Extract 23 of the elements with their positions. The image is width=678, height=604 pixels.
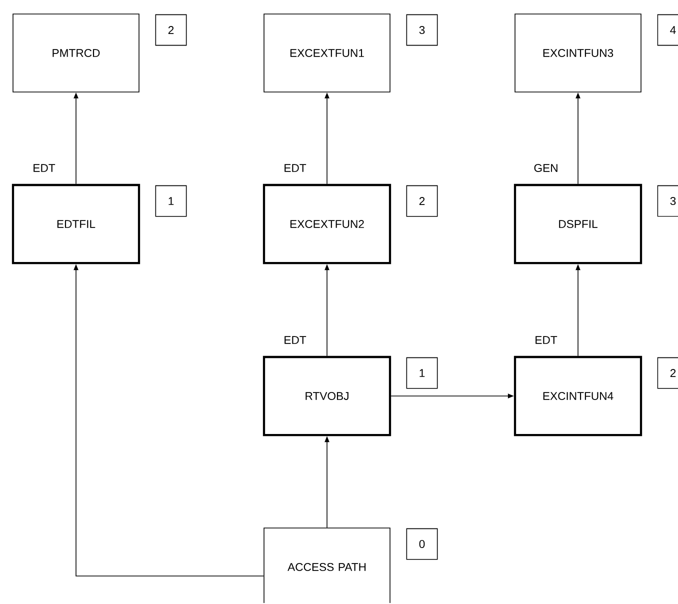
tag-label: EDT [284, 336, 306, 344]
process-box: DSPFIL [514, 184, 642, 264]
process-box: EXCINTFUN4 [514, 356, 642, 436]
process-box: RTVOBJ [262, 356, 392, 436]
tag-label: EDT [536, 336, 558, 344]
process-box: ACCESS PATH [264, 528, 390, 603]
process-box: EXCEXTFUN1 [264, 14, 390, 92]
process-box: EXCINTFUN3 [514, 14, 642, 92]
tag-label: GEN [534, 164, 558, 172]
number-box: 3 [406, 14, 438, 46]
number-box: 0 [406, 528, 438, 560]
number-box: 4 [657, 14, 678, 46]
number-box: 3 [657, 185, 678, 217]
number-box: 2 [657, 357, 678, 389]
tag-label: EDT [34, 164, 56, 172]
process-box: EXCEXTFUN2 [262, 184, 392, 264]
number-box: 1 [155, 185, 187, 217]
number-box: 1 [406, 357, 438, 389]
process-box: EDTFIL [12, 184, 140, 264]
tag-label: EDT [284, 164, 306, 172]
process-box: PMTRCD [12, 14, 140, 92]
number-box: 2 [406, 185, 438, 217]
number-box: 2 [155, 14, 187, 46]
